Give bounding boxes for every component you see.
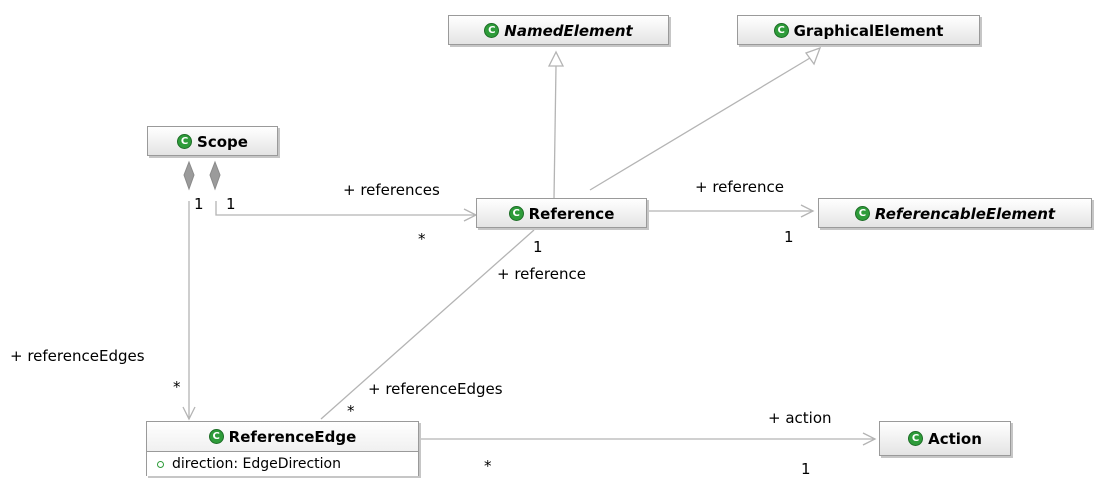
class-icon: C [177, 134, 193, 149]
multiplicity-at-referenceedge: * [347, 402, 355, 420]
class-graphicalelement[interactable]: C GraphicalElement [737, 15, 980, 45]
association-referenceedge-reference [320, 229, 535, 420]
attribute-direction[interactable]: direction: EdgeDirection [147, 451, 418, 476]
association-arrowhead [182, 406, 196, 421]
multiplicity-reference-referencable-target: 1 [784, 228, 794, 246]
generalization-reference-namedelement [553, 65, 557, 200]
class-icon: C [854, 206, 870, 221]
class-name: Reference [528, 204, 615, 223]
generalization-arrowhead [547, 50, 565, 67]
class-icon: C [484, 23, 500, 38]
multiplicity-scope-references-source: 1 [226, 195, 236, 213]
multiplicity-at-reference: 1 [533, 238, 543, 256]
class-reference[interactable]: C Reference [476, 198, 647, 228]
composition-diamond [183, 160, 195, 191]
multiplicity-scope-referenceedges-source: 1 [194, 195, 204, 213]
class-name: Action [928, 429, 982, 448]
class-name: NamedElement [504, 21, 633, 40]
association-arrowhead [862, 432, 877, 446]
multiplicity-referenceedge-action-source: * [484, 457, 492, 475]
multiplicity-scope-references-target: * [418, 230, 426, 248]
class-name: GraphicalElement [793, 21, 944, 40]
class-icon: C [908, 431, 924, 446]
generalization-arrowhead [804, 46, 822, 66]
composition-diamond [209, 160, 221, 191]
association-arrowhead [800, 204, 815, 218]
class-name: ReferenceEdge [228, 427, 357, 446]
multiplicity-referenceedge-action-target: 1 [801, 460, 811, 478]
generalization-reference-graphicalelement [589, 57, 811, 191]
role-reference-from-edge: + reference [497, 265, 586, 283]
role-referenceedges-scope: + referenceEdges [10, 347, 145, 365]
role-action: + action [768, 409, 832, 427]
class-scope[interactable]: C Scope [147, 126, 278, 156]
class-icon: C [773, 23, 789, 38]
role-reference-referencable: + reference [695, 178, 784, 196]
class-referenceedge[interactable]: C ReferenceEdge direction: EdgeDirection [146, 421, 419, 476]
attribute-icon [157, 460, 164, 468]
class-icon: C [208, 429, 224, 444]
association-scope-references [215, 201, 476, 216]
multiplicity-scope-referenceedges-target: * [173, 378, 181, 396]
role-referenceedges-from-reference: + referenceEdges [368, 380, 503, 398]
class-action[interactable]: C Action [879, 421, 1011, 456]
class-name: Scope [197, 132, 248, 151]
class-referencableelement[interactable]: C ReferencableElement [818, 198, 1092, 228]
attribute-label: direction: EdgeDirection [172, 456, 341, 472]
role-references: + references [343, 181, 440, 199]
class-namedelement[interactable]: C NamedElement [448, 15, 669, 45]
class-name: ReferencableElement [874, 204, 1056, 223]
class-icon: C [508, 206, 524, 221]
